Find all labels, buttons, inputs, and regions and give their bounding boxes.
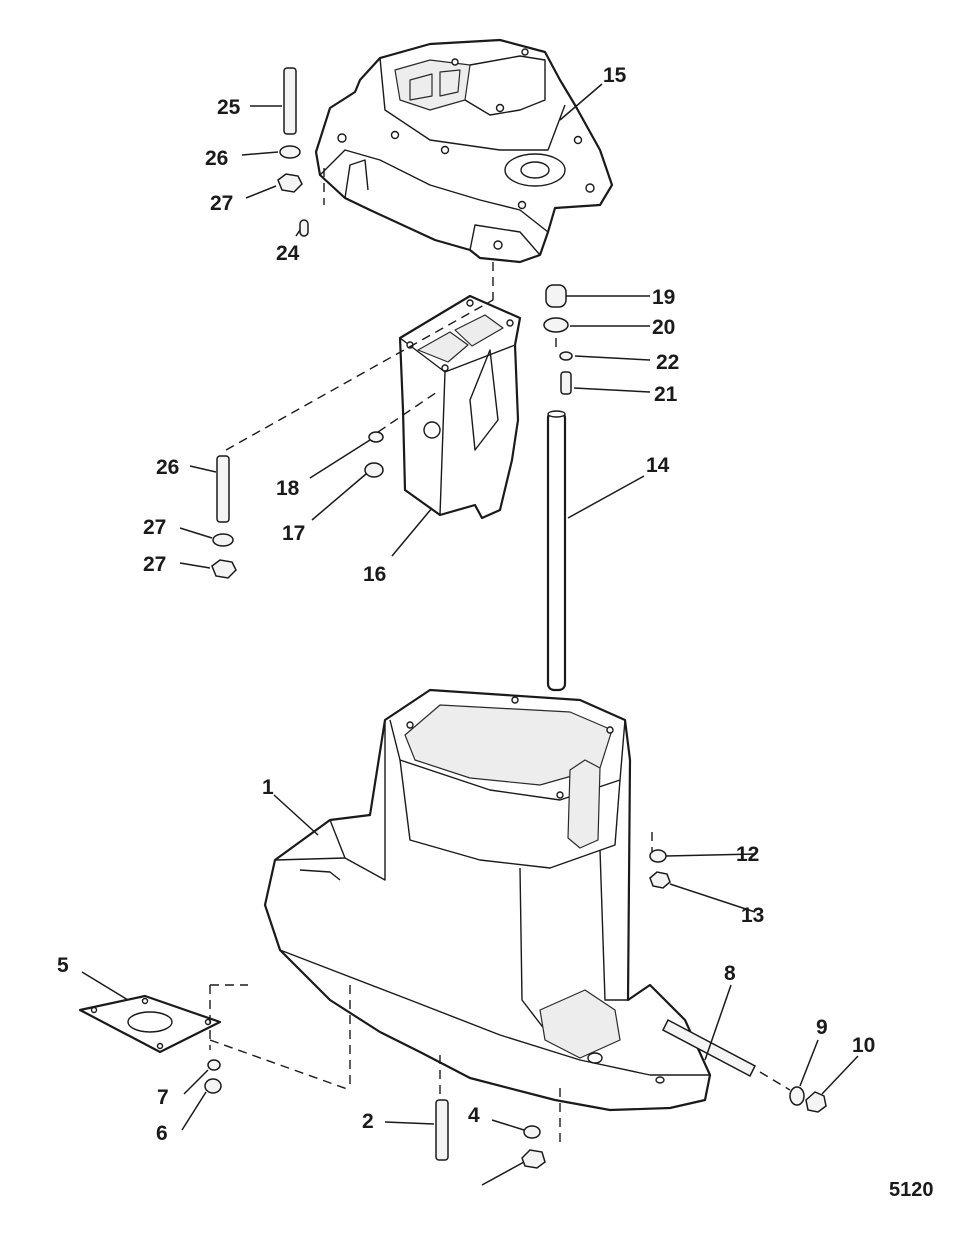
screw-6	[204, 1078, 222, 1094]
washer-21	[559, 351, 573, 361]
washer-4	[523, 1125, 541, 1139]
label-25: 26	[156, 456, 179, 479]
label-11: 12	[736, 843, 759, 866]
label-2: 2	[362, 1110, 374, 1133]
label-16: 17	[282, 522, 305, 545]
water-tube	[546, 410, 567, 692]
exhaust-tube	[398, 294, 522, 520]
stud-23	[283, 67, 297, 135]
label-17: 18	[276, 477, 300, 500]
washer-17	[368, 431, 384, 443]
screw-16	[364, 462, 384, 478]
label-8: 8	[724, 962, 736, 985]
washer-7	[207, 1059, 221, 1071]
label-15: 16	[363, 563, 386, 586]
figure-number: 5120	[889, 1179, 934, 1201]
label-18: 19	[652, 286, 675, 309]
nut-unlabeled	[521, 1149, 546, 1169]
label-1: 1	[262, 776, 274, 799]
label-26: 27	[143, 516, 166, 539]
stud-2	[435, 1099, 449, 1161]
nut-27-lower	[211, 559, 237, 579]
washer-9	[789, 1086, 805, 1106]
label-20: 21	[654, 383, 678, 406]
label-5: 5	[57, 954, 69, 977]
label-12: 13	[741, 904, 764, 927]
label-6: 6	[156, 1122, 168, 1145]
label-7: 7	[157, 1086, 169, 1109]
washer-26	[212, 533, 234, 547]
adapter-plate	[314, 38, 614, 264]
label-14: 15	[603, 64, 627, 87]
label-4: 4	[468, 1104, 480, 1127]
seal-18	[545, 284, 567, 308]
label-27-top: 27	[210, 192, 233, 215]
nut-10	[805, 1091, 827, 1113]
alignment-lines	[209, 168, 791, 1145]
label-27-lower: 27	[143, 553, 166, 576]
driveshaft-housing	[263, 688, 712, 1112]
part-labels: 25 26 27 24 15 19 20 22 21 14 26 18 27 1…	[57, 64, 875, 1145]
label-10: 10	[852, 1034, 875, 1057]
label-24: 26	[205, 147, 228, 170]
washer-24	[279, 145, 301, 159]
label-23: 25	[217, 96, 241, 119]
cover-plate	[78, 994, 222, 1054]
label-13: 14	[646, 454, 670, 477]
leader-lines	[81, 83, 859, 1186]
screw-20	[560, 371, 572, 395]
retainer-19	[543, 317, 569, 333]
label-22: 24	[276, 242, 300, 265]
nut-27-top	[277, 173, 303, 193]
label-9: 9	[816, 1016, 828, 1039]
stud-25	[216, 455, 230, 523]
label-19: 20	[652, 316, 675, 339]
dowel-pin-22	[299, 219, 309, 237]
label-21: 22	[656, 351, 679, 374]
nut-12	[649, 871, 671, 889]
